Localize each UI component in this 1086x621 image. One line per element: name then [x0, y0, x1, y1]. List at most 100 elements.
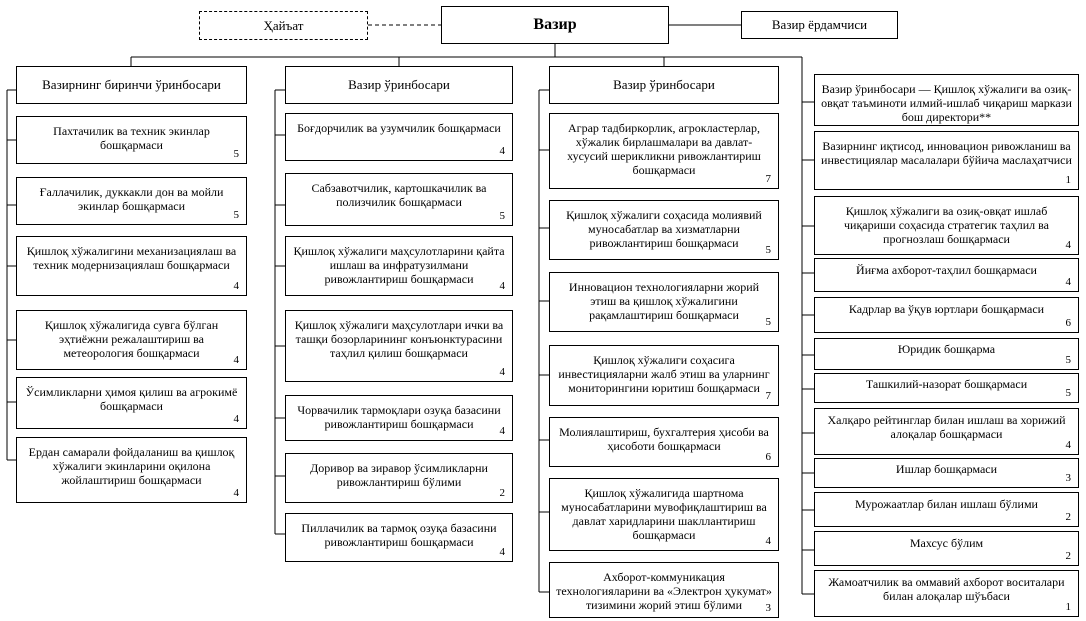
minister-box: Вазир [441, 6, 669, 44]
unit-staff-count: 5 [765, 244, 772, 256]
unit-staff-count: 4 [499, 280, 506, 292]
unit-box: Пахтачилик ва техник экинлар бошқармаси … [16, 116, 247, 164]
unit-box: Йиғма ахборот-таҳлил бошқармаси 4 [814, 258, 1079, 292]
unit-box: Қишлоқ хўжалиги маҳсулотлари ички ва таш… [285, 310, 513, 382]
unit-box: Ахборот-коммуникация технологияларини ва… [549, 562, 779, 618]
unit-box: Ташкилий-назорат бошқармаси 5 [814, 373, 1079, 403]
unit-box: Юридик бошқарма 5 [814, 338, 1079, 370]
unit-staff-count: 5 [233, 209, 240, 221]
unit-name: Қишлоқ хўжалиги соҳасида молиявий муноса… [566, 208, 762, 250]
unit-box: Қишлоқ хўжалиги соҳасида молиявий муноса… [549, 200, 779, 260]
unit-staff-count: 4 [233, 487, 240, 499]
unit-box: Махсус бўлим 2 [814, 531, 1079, 566]
unit-staff-count: 4 [765, 535, 772, 547]
unit-name: Қишлоқ хўжалигида сувга бўлган эҳтиёжни … [44, 318, 219, 360]
unit-name: Аграр тадбиркорлик, агрокластерлар, хўжа… [567, 121, 761, 177]
assistant-box: Вазир ёрдамчиси [741, 11, 898, 39]
unit-name: Қишлоқ хўжалигини механизациялаш ва техн… [26, 244, 237, 272]
unit-box: Қишлоқ хўжалиги соҳасига инвестицияларни… [549, 345, 779, 406]
council-label: Ҳайъат [263, 17, 304, 33]
unit-name: Қишлоқ хўжалиги соҳасига инвестицияларни… [558, 353, 770, 395]
unit-name: Қишлоқ хўжалигида шартнома муносабатлари… [561, 486, 767, 542]
column-header: Вазирнинг биринчи ўринбосари [16, 66, 247, 104]
unit-box: Ишлар бошқармаси 3 [814, 458, 1079, 488]
unit-name: Йиғма ахборот-таҳлил бошқармаси [856, 263, 1037, 277]
unit-box: Чорвачилик тармоқлари озуқа базасини рив… [285, 395, 513, 441]
unit-name: Кадрлар ва ўқув юртлари бошқармаси [848, 302, 1045, 316]
unit-staff-count: 4 [233, 413, 240, 425]
unit-staff-count: 1 [1065, 174, 1072, 186]
unit-name: Ишлар бошқармаси [895, 462, 998, 476]
unit-staff-count: 5 [1065, 387, 1072, 399]
unit-box: Қишлоқ хўжалиги маҳсулотларини қайта ишл… [285, 236, 513, 296]
unit-box: Боғдорчилик ва узумчилик бошқармаси 4 [285, 113, 513, 161]
unit-name: Ташкилий-назорат бошқармаси [865, 377, 1028, 391]
unit-box: Халқаро рейтинглар билан ишлаш ва хорижи… [814, 408, 1079, 455]
unit-name: Молиялаштириш, бухгалтерия ҳисоби ва ҳис… [559, 425, 769, 453]
unit-staff-count: 5 [233, 148, 240, 160]
unit-staff-count: 1 [1065, 601, 1072, 613]
unit-name: Ўсимликларни ҳимоя қилиш ва агрокимё бош… [25, 385, 238, 413]
unit-staff-count: 6 [765, 451, 772, 463]
unit-staff-count: 5 [499, 210, 506, 222]
unit-box: Жамоатчилик ва оммавий ахборот воситалар… [814, 570, 1079, 617]
unit-box: Вазирнинг иқтисод, инновацион ривожланиш… [814, 131, 1079, 190]
unit-staff-count: 3 [1065, 472, 1072, 484]
unit-box: Вазир ўринбосари — Қишлоқ хўжалиги ва оз… [814, 74, 1079, 126]
unit-box: Инновацион технологияларни жорий этиш ва… [549, 272, 779, 332]
unit-staff-count: 2 [1065, 511, 1072, 523]
unit-staff-count: 2 [1065, 550, 1072, 562]
unit-box: Аграр тадбиркорлик, агрокластерлар, хўжа… [549, 113, 779, 189]
unit-name: Вазирнинг иқтисод, инновацион ривожланиш… [821, 139, 1072, 167]
assistant-label: Вазир ёрдамчиси [771, 17, 868, 32]
unit-name: Махсус бўлим [909, 536, 984, 550]
unit-name: Пахтачилик ва техник экинлар бошқармаси [53, 124, 210, 152]
minister-label: Вазир [533, 16, 577, 33]
unit-name: Ахборот-коммуникация технологияларини ва… [556, 570, 772, 612]
unit-name: Юридик бошқарма [897, 342, 996, 356]
column-header-label: Вазир ўринбосари [613, 77, 715, 92]
unit-box: Кадрлар ва ўқув юртлари бошқармаси 6 [814, 297, 1079, 333]
unit-staff-count: 7 [765, 173, 772, 185]
unit-staff-count: 4 [499, 425, 506, 437]
unit-name: Пиллачилик ва тармоқ озуқа базасини риво… [301, 521, 497, 549]
unit-name: Боғдорчилик ва узумчилик бошқармаси [297, 121, 501, 135]
unit-name: Ердан самарали фойдаланиш ва қишлоқ хўжа… [28, 445, 235, 487]
council-box: Ҳайъат [199, 11, 368, 40]
unit-staff-count: 3 [765, 602, 772, 614]
unit-box: Қишлоқ хўжалигини механизациялаш ва техн… [16, 236, 247, 296]
unit-name: Халқаро рейтинглар билан ишлаш ва хорижи… [827, 413, 1066, 441]
unit-box: Ўсимликларни ҳимоя қилиш ва агрокимё бош… [16, 377, 247, 429]
unit-box: Мурожаатлар билан ишлаш бўлими 2 [814, 492, 1079, 527]
unit-staff-count: 4 [499, 366, 506, 378]
column-header: Вазир ўринбосари [549, 66, 779, 104]
unit-name: Инновацион технологияларни жорий этиш ва… [568, 280, 760, 322]
unit-name: Чорвачилик тармоқлари озуқа базасини рив… [297, 403, 501, 431]
unit-staff-count: 4 [233, 280, 240, 292]
unit-staff-count: 4 [1065, 239, 1072, 251]
unit-box: Ғаллачилик, дуккакли дон ва мойли экинла… [16, 177, 247, 225]
unit-name: Вазир ўринбосари — Қишлоқ хўжалиги ва оз… [821, 82, 1072, 124]
column-header-label: Вазирнинг биринчи ўринбосари [42, 77, 221, 92]
unit-staff-count: 4 [1065, 276, 1072, 288]
unit-name: Қишлоқ хўжалиги маҳсулотлари ички ва таш… [294, 318, 504, 360]
unit-name: Қишлоқ хўжалиги маҳсулотларини қайта ишл… [293, 244, 505, 286]
column-header: Вазир ўринбосари [285, 66, 513, 104]
unit-name: Мурожаатлар билан ишлаш бўлими [855, 497, 1038, 511]
unit-staff-count: 7 [765, 390, 772, 402]
unit-box: Молиялаштириш, бухгалтерия ҳисоби ва ҳис… [549, 417, 779, 467]
unit-name: Сабзавотчилик, картошкачилик ва полизчил… [311, 181, 487, 209]
unit-staff-count: 4 [1065, 439, 1072, 451]
unit-box: Пиллачилик ва тармоқ озуқа базасини риво… [285, 513, 513, 562]
unit-box: Қишлоқ хўжалиги ва озиқ-овқат ишлаб чиқа… [814, 196, 1079, 255]
unit-staff-count: 6 [1065, 317, 1072, 329]
unit-staff-count: 4 [499, 546, 506, 558]
unit-staff-count: 5 [765, 316, 772, 328]
unit-staff-count: 5 [1065, 354, 1072, 366]
unit-box: Доривор ва зиравор ўсимликларни ривожлан… [285, 453, 513, 503]
unit-name: Ғаллачилик, дуккакли дон ва мойли экинла… [39, 185, 224, 213]
unit-box: Қишлоқ хўжалигида шартнома муносабатлари… [549, 478, 779, 551]
unit-name: Доривор ва зиравор ўсимликларни ривожлан… [310, 461, 488, 489]
unit-box: Ердан самарали фойдаланиш ва қишлоқ хўжа… [16, 437, 247, 503]
